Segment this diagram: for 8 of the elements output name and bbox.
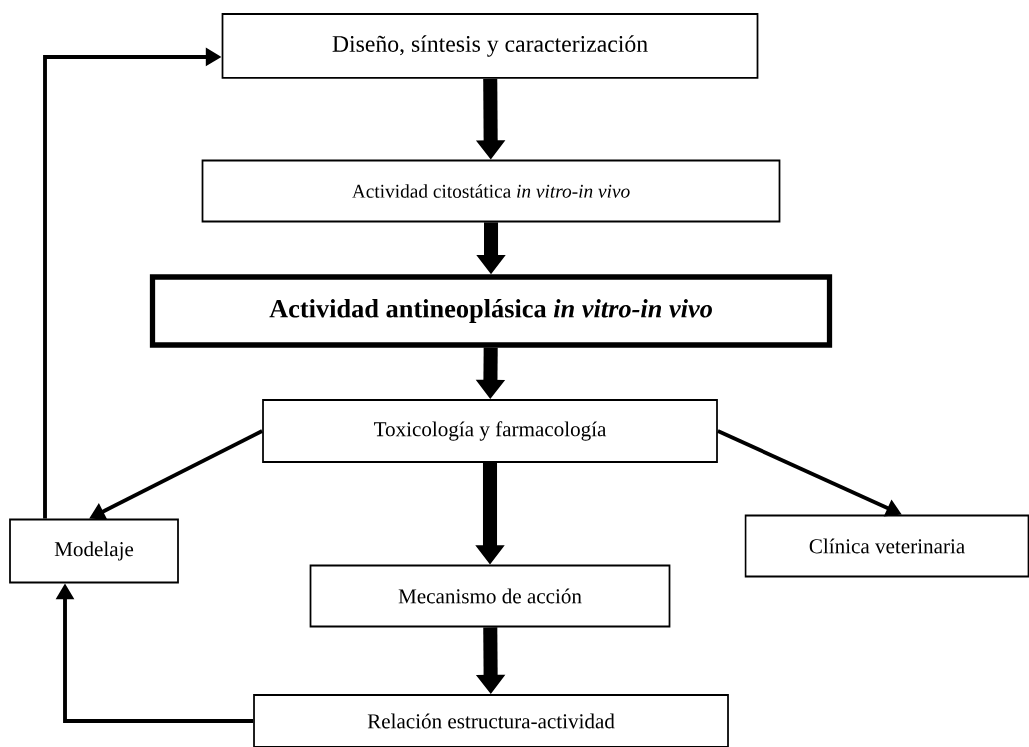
- process-box: Actividad citostática in vitro-in vivo: [201, 159, 781, 223]
- process-box: Modelaje: [9, 518, 179, 584]
- process-box: Mecanismo de acción: [309, 564, 671, 628]
- process-box: Toxicología y farmacología: [262, 399, 718, 463]
- process-box: Actividad antineoplásica in vitro-in vivo: [149, 274, 833, 348]
- process-box: Diseño, síntesis y caracterización: [221, 13, 759, 79]
- process-box: Clínica veterinaria: [744, 514, 1029, 578]
- process-box: Relación estructura-actividad: [253, 694, 729, 747]
